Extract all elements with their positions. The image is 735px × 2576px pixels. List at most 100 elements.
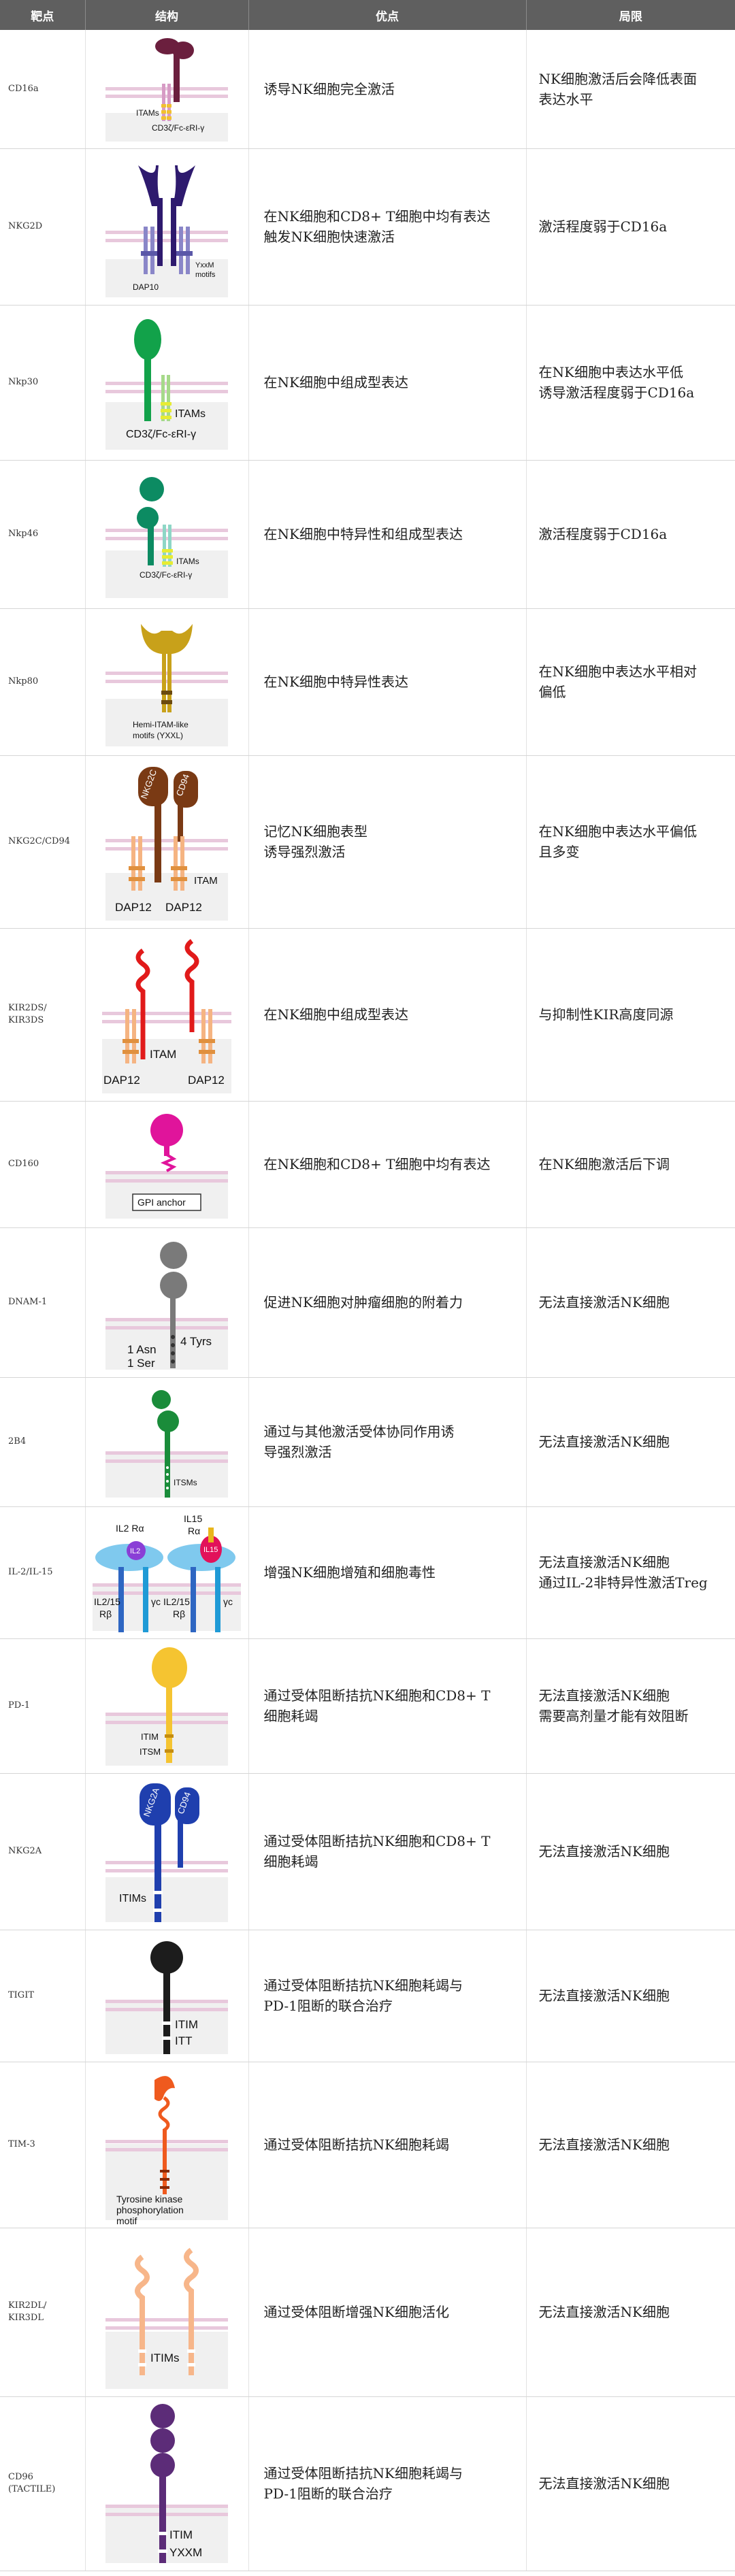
advantage-text: 诱导NK细胞完全激活 [263,80,395,97]
pd1-structure-diagram: ITIM ITSM [105,1647,228,1766]
header-target: 靶点 [0,0,86,30]
table-row: DNAM-1 4 Tyrs 1 Asn 1 Ser 促进NK细胞对肿瘤细胞的附着… [0,1227,735,1378]
nkg2a-structure-diagram: NKG2A CD94 ITIMs [105,1783,228,1922]
target-name: Nkp30 [8,377,39,388]
limitation-text: 无法直接激活NK细胞 [538,1434,670,1450]
target-name: CD16a [8,83,39,94]
limitation-text: 无法直接激活NK细胞 [538,1843,670,1860]
limitation-text: 无法直接激活NK细胞 [538,1294,670,1310]
target-name: Nkp46 [8,529,39,540]
advantage-text: 促进NK细胞对肿瘤细胞的附着力 [263,1294,463,1310]
kir2ds-structure-diagram: ITAM DAP12 DAP12 [102,939,231,1093]
label-dap12-left: DAP12 [115,901,152,914]
label-dap12-right: DAP12 [165,901,202,914]
nkp30-structure-diagram: ITAMs CD3ζ/Fc-εRI-γ [105,319,228,450]
advantage-text: 通过受体阻断拮抗NK细胞和CD8+ T 细胞耗竭 [263,1687,491,1724]
target-name: CD160 [8,1159,39,1170]
label-motifs-yxxl: motifs (YXXL) [133,731,183,740]
label-dap12-right: DAP12 [188,1074,225,1087]
table-row: IL-2/IL-15 IL2 Rα IL15 Rα IL2 IL15 [0,1506,735,1639]
nkg2c-cd94-structure-diagram: NKG2C CD94 DAP12 DAP12 ITAM [105,767,228,921]
limitation-text: 激活程度弱于CD16a [538,218,668,235]
table-row: TIGIT ITIM ITT 通过受体阻断拮抗NK细胞耗竭与 PD-1阻断的联合… [0,1930,735,2062]
table-row: KIR2DS/ KIR3DS ITAM DAP12 DAP12 在NK细胞中组成… [0,928,735,1102]
limitation-text: 在NK细胞中表达水平相对 偏低 [538,663,697,700]
table-row: NKG2C/CD94 NKG2C CD94 DAP12 DAP12 [0,755,735,929]
label-yxxm: YXXM [169,2546,202,2559]
label-rb-right: Rβ [173,1608,185,1619]
il2-il15-structure-diagram: IL2 Rα IL15 Rα IL2 IL15 IL2/15 Rβ γc IL2… [93,1513,241,1632]
target-name: IL-2/IL-15 [8,1567,53,1578]
label-itams: ITAMs [136,108,159,118]
limitation-text: 在NK细胞中表达水平偏低 且多变 [538,823,697,860]
label-il2-ra: IL2 Rα [116,1523,144,1534]
nkg2d-structure-diagram: DAP10 YxxM motifs [105,165,228,297]
label-phosphorylation: phosphorylation [116,2205,184,2215]
table-header-row: 靶点 结构 优点 局限 [0,0,735,30]
limitation-text: 无法直接激活NK细胞 [538,2304,670,2320]
label-motif: motif [116,2215,137,2226]
label-il15-ligand: IL15 [203,1546,218,1554]
label-itsms: ITSMs [174,1478,197,1487]
target-name: CD96 (TACTILE) [8,2472,56,2494]
table-row: Nkp80 Hemi-ITAM-like motifs (YXXL) 在NK细胞… [0,608,735,756]
advantage-text: 通过受体阻断拮抗NK细胞和CD8+ T 细胞耗竭 [263,1833,491,1870]
table-row: NKG2A NKG2A CD94 ITIMs 通过受体阻断拮抗NK细胞和CD8+… [0,1773,735,1930]
advantage-text: 增强NK细胞增殖和细胞毒性 [263,1564,436,1581]
label-motifs: motifs [195,271,216,279]
header-limitation: 局限 [526,0,735,30]
target-name: NKG2A [8,1846,42,1857]
target-name: 2B4 [8,1436,27,1447]
dnam1-structure-diagram: 4 Tyrs 1 Asn 1 Ser [105,1242,228,1370]
table-row: NKG2D DAP10 YxxM motifs 在NK细胞和CD8+ T细胞中均… [0,148,735,306]
label-dap10: DAP10 [133,282,159,292]
label-4-tyrs: 4 Tyrs [180,1335,212,1348]
label-il15: IL15 [184,1513,202,1524]
tigit-structure-diagram: ITIM ITT [105,1941,228,2054]
advantage-text: 通过受体阻断拮抗NK细胞耗竭与 PD-1阻断的联合治疗 [263,2465,463,2502]
label-itim: ITIM [175,2018,198,2031]
advantage-text: 在NK细胞中特异性和组成型表达 [263,526,463,542]
advantage-text: 在NK细胞中组成型表达 [263,1006,408,1023]
label-gc-left: γc [151,1596,161,1607]
label-itam: ITAM [150,1048,176,1061]
label-tyrosine-kinase: Tyrosine kinase [116,2194,182,2205]
target-name: TIM-3 [8,2139,35,2150]
table-row: 2B4 ITSMs 通过与其他激活受体协同作用诱 导强烈激活 无法直接激活NK细… [0,1377,735,1507]
label-cd3z: CD3ζ/Fc-εRI-γ [152,123,204,133]
label-itsm: ITSM [140,1747,161,1757]
cd96-structure-diagram: ITIM YXXM [105,2404,228,2563]
label-itt: ITT [175,2034,193,2047]
advantage-text: 记忆NK细胞表型 诱导强烈激活 [263,823,368,860]
limitation-text: 在NK细胞中表达水平低 诱导激活程度弱于CD16a [538,364,695,401]
target-name: PD-1 [8,1700,31,1711]
label-yxxm: YxxM [195,261,214,269]
limitation-text: 无法直接激活NK细胞 [538,1987,670,2004]
table-row: CD96 (TACTILE) ITIM YXXM 通过受体阻断拮抗NK细胞耗竭与… [0,2396,735,2571]
nkp46-structure-diagram: ITAMs CD3ζ/Fc-εRI-γ [105,477,228,598]
advantage-text: 通过受体阻断拮抗NK细胞耗竭 [263,2136,449,2153]
label-itams: ITAMs [175,408,206,420]
label-rb-left: Rβ [99,1608,112,1619]
advantage-text: 在NK细胞和CD8+ T细胞中均有表达 [263,1156,491,1172]
label-cd3z: CD3ζ/Fc-εRI-γ [126,429,196,440]
label-hemi-itam: Hemi-ITAM-like [133,720,189,729]
label-1-asn: 1 Asn [127,1343,157,1356]
label-il2-ligand: IL2 [130,1547,140,1555]
target-name: TIGIT [8,1990,34,2001]
table-row: TIM-3 Tyrosine kinase phosphorylation mo… [0,2062,735,2228]
table-row: KIR2DL/ KIR3DL ITIMs 通过受体阻断增强NK细胞活化 无法直接… [0,2228,735,2397]
tim3-structure-diagram: Tyrosine kinase phosphorylation motif [105,2076,228,2226]
table-row: CD160 GPI anchor 在NK细胞和CD8+ T细胞中均有表达 在NK… [0,1101,735,1228]
advantage-text: 在NK细胞中组成型表达 [263,374,408,391]
table-row: CD16a ITAMs CD3ζ/Fc-εRI-γ 诱导NK细胞完全激活 NK细… [0,30,735,149]
limitation-text: NK细胞激活后会降低表面 表达水平 [538,70,697,108]
limitation-text: 与抑制性KIR高度同源 [538,1006,674,1023]
label-cd3z: CD3ζ/Fc-εRI-γ [140,570,192,580]
label-il2-15-rb-right: IL2/15 [163,1596,190,1607]
advantage-text: 通过受体阻断增强NK细胞活化 [263,2304,449,2320]
limitation-text: 无法直接激活NK细胞 通过IL-2非特异性激活Treg [538,1554,708,1591]
label-ra: Rα [188,1525,200,1536]
limitation-text: 无法直接激活NK细胞 [538,2475,670,2492]
